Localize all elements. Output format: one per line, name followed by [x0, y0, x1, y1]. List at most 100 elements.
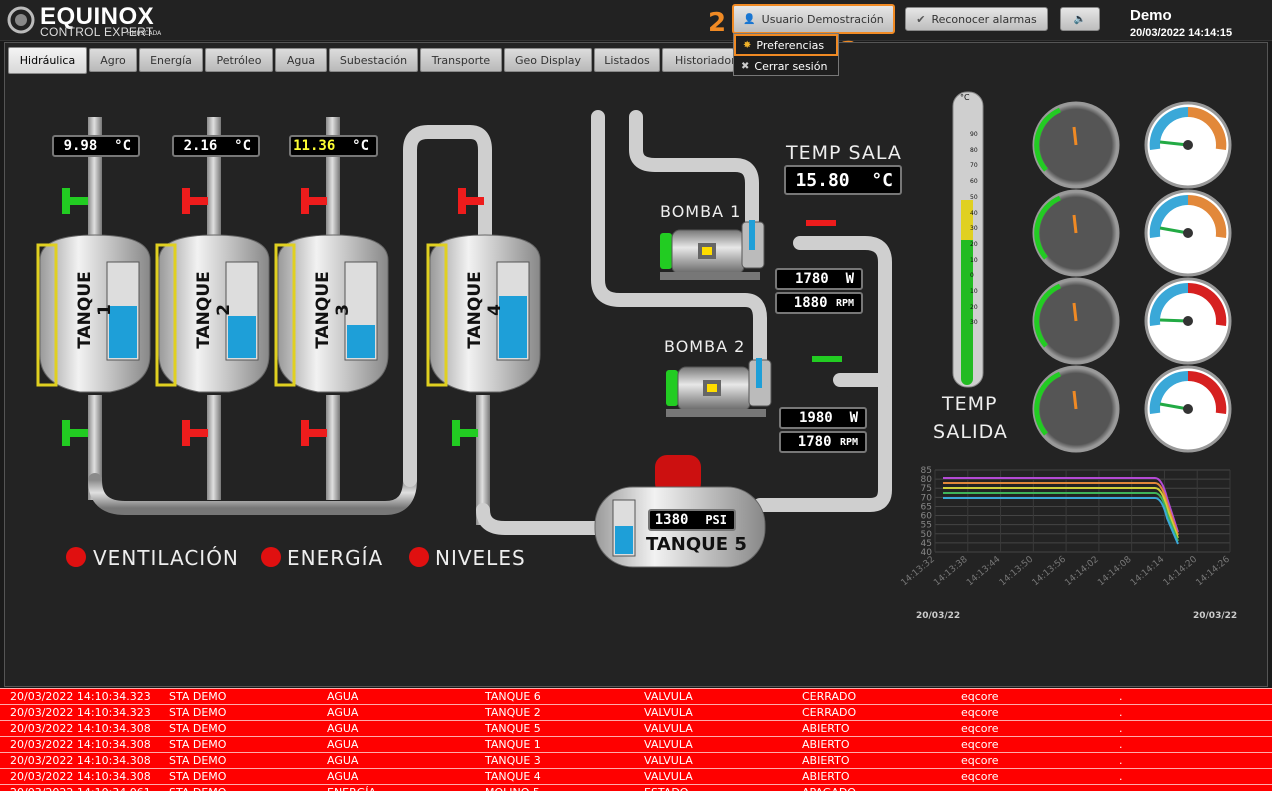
- menu-item-logout[interactable]: ✖ Cerrar sesión: [734, 56, 838, 76]
- logo-tag: HMI/SCADA: [127, 30, 162, 37]
- trend-date-right: 20/03/22: [1193, 611, 1238, 621]
- pump-2-power-display: 1980 W: [779, 407, 867, 429]
- alarm-station: STA DEMO: [169, 722, 227, 735]
- tank-2-temp-unit: °C: [234, 138, 251, 154]
- alarm-object: TANQUE 1: [485, 738, 541, 751]
- room-temp-value: 15.80: [795, 169, 850, 191]
- energy-lamp-icon: [261, 547, 281, 567]
- pump-1-label: BOMBA 1: [660, 202, 742, 221]
- tank-3-label: TANQUE 3: [313, 271, 353, 349]
- ventilation-label: VENTILACIÓN: [93, 546, 239, 570]
- alarm-row[interactable]: 20/03/2022 14:10:34.061STA DEMOENERGÍAMO…: [0, 784, 1272, 791]
- pump-1-speed-unit: RPM: [835, 297, 854, 309]
- thermometer-tick: 50: [970, 193, 978, 201]
- sound-toggle-button[interactable]: 🔈: [1060, 7, 1100, 31]
- menu-item-preferences[interactable]: ✸ Preferencias: [734, 34, 838, 56]
- tab-hidraulica[interactable]: Hidráulica: [8, 47, 87, 74]
- trend-x-tick: 14:14:02: [1063, 555, 1100, 589]
- pump-1-shape: [660, 220, 765, 280]
- tab-petroleo[interactable]: Petróleo: [205, 48, 273, 72]
- alarm-extra: .: [1119, 690, 1123, 703]
- pump-2-power-unit: W: [849, 410, 858, 426]
- alarm-state: ABIERTO: [802, 770, 850, 783]
- annotation-2: 2: [708, 8, 727, 38]
- equinox-logo: EQUINOX CONTROL EXPERT HMI/SCADA: [6, 3, 161, 39]
- alarm-user: eqcore: [961, 690, 999, 703]
- pump-1-power-display: 1780 W: [775, 268, 863, 290]
- tank-1-temp-unit: °C: [114, 138, 131, 154]
- alarm-object: TANQUE 4: [485, 770, 541, 783]
- alarm-type: VALVULA: [644, 706, 693, 719]
- thermometer-tick: 80: [970, 146, 978, 154]
- trend-y-tick: 80: [921, 475, 933, 485]
- app-header: EQUINOX CONTROL EXPERT HMI/SCADA 👤 Usuar…: [0, 0, 1272, 41]
- thermometer-shape: [952, 91, 984, 388]
- ventilation-lamp-icon: [66, 547, 86, 567]
- alarm-station: STA DEMO: [169, 706, 227, 719]
- thermometer-label-line1: TEMP: [942, 393, 998, 415]
- alarm-station: STA DEMO: [169, 738, 227, 751]
- pipe-network: [88, 110, 892, 535]
- trend-y-tick: 65: [921, 502, 932, 512]
- alarm-time: 20/03/2022 14:10:34.061: [10, 786, 151, 791]
- trend-x-tick: 14:14:08: [1096, 554, 1134, 588]
- tab-subestacion[interactable]: Subestación: [329, 48, 418, 72]
- trend-series-line: [943, 477, 1179, 533]
- alarm-object: TANQUE 6: [485, 690, 541, 703]
- user-menu-button[interactable]: 👤 Usuario Demostración: [732, 4, 895, 34]
- alarm-type: VALVULA: [644, 770, 693, 783]
- speaker-icon: 🔈: [1073, 13, 1087, 25]
- tab-energia[interactable]: Energía: [139, 48, 203, 72]
- gear-icon: ✸: [743, 39, 752, 51]
- tank-4-label: TANQUE 4: [465, 271, 505, 349]
- tank-5-pressure: 1380: [654, 512, 689, 528]
- pump-1-speed-display: 1880 RPM: [775, 292, 863, 314]
- tab-geo-display[interactable]: Geo Display: [504, 48, 592, 72]
- tab-agua[interactable]: Agua: [275, 48, 327, 72]
- alarm-station: STA DEMO: [169, 690, 227, 703]
- alarm-state: CERRADO: [802, 690, 857, 703]
- thermometer-tick: 70: [970, 162, 978, 170]
- gauge-icons: [1032, 101, 1232, 453]
- menu-item-preferences-label: Preferencias: [756, 38, 825, 52]
- pump-2-shape: [666, 358, 772, 417]
- alarm-user: eqcore: [961, 706, 999, 719]
- alarm-type: VALVULA: [644, 754, 693, 767]
- tab-historiador[interactable]: Historiador: [662, 48, 734, 72]
- tank-3-temp-display: 11.36 °C: [289, 135, 378, 157]
- menu-item-logout-label: Cerrar sesión: [754, 59, 828, 73]
- alarm-time: 20/03/2022 14:10:34.308: [10, 738, 151, 751]
- user-name: Demo: [1130, 7, 1172, 24]
- thermometer-tick: 40: [970, 209, 978, 217]
- pump-2-speed-unit: RPM: [839, 436, 858, 448]
- alarm-extra: .: [1119, 706, 1123, 719]
- tab-agro[interactable]: Agro: [89, 48, 137, 72]
- tank-5-pressure-display: 1380 PSI: [648, 509, 736, 531]
- alarm-type: VALVULA: [644, 690, 693, 703]
- alarm-area: AGUA: [327, 722, 359, 735]
- alarm-station: STA DEMO: [169, 770, 227, 783]
- logo-title: EQUINOX: [40, 3, 155, 30]
- thermometer-unit: °C: [960, 93, 970, 102]
- ack-alarms-button[interactable]: ✔ Reconocer alarmas: [905, 7, 1048, 31]
- trend-x-tick: 14:13:44: [965, 554, 1003, 588]
- alarm-station: STA DEMO: [169, 754, 227, 767]
- trend-y-tick: 75: [921, 484, 932, 494]
- user-icon: 👤: [743, 13, 756, 25]
- clock: 20/03/2022 14:14:15: [1130, 27, 1233, 39]
- alarm-user: eqcore: [961, 754, 999, 767]
- tab-transporte[interactable]: Transporte: [420, 48, 502, 72]
- tank-1-temp: 9.98: [63, 138, 98, 154]
- tab-listados[interactable]: Listados: [594, 48, 660, 72]
- pump-2-speed-display: 1780 RPM: [779, 431, 867, 453]
- trend-x-tick: 14:13:56: [1031, 554, 1069, 588]
- alarm-extra: .: [1119, 770, 1123, 783]
- tank-2-temp: 2.16: [183, 138, 218, 154]
